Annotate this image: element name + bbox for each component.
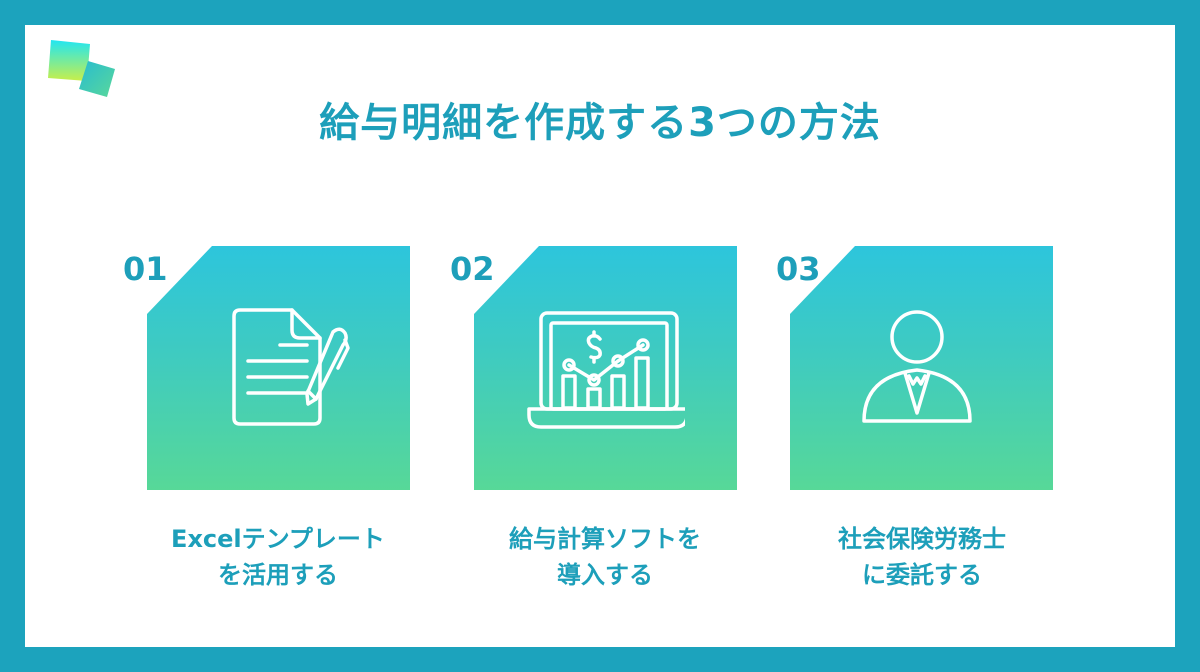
- card-number: 03: [776, 250, 821, 288]
- card-label: 社会保険労務士 に委託する: [772, 521, 1072, 593]
- card-number: 02: [450, 250, 495, 288]
- card-number: 01: [123, 250, 168, 288]
- laptop-chart-dollar-icon: [527, 311, 685, 429]
- card-label: Excelテンプレート を活用する: [128, 521, 428, 593]
- card-label-line1: Excelテンプレート: [171, 525, 385, 553]
- card-label-line2: に委託する: [862, 561, 982, 589]
- page-title: 給与明細を作成する3つの方法: [319, 100, 881, 146]
- card-label-line2: を活用する: [218, 561, 338, 589]
- method-card-software: [474, 246, 737, 490]
- method-card-consultant: [790, 246, 1053, 490]
- card-label: 給与計算ソフトを 導入する: [455, 521, 755, 593]
- card-label-line2: 導入する: [557, 561, 653, 589]
- card-label-line1: 社会保険労務士: [838, 525, 1006, 553]
- document-pen-icon: [232, 308, 350, 426]
- logo-squares-icon: [48, 40, 115, 97]
- card-label-line1: 給与計算ソフトを: [509, 525, 701, 553]
- person-tie-icon: [862, 310, 972, 423]
- method-card-excel: [147, 246, 410, 490]
